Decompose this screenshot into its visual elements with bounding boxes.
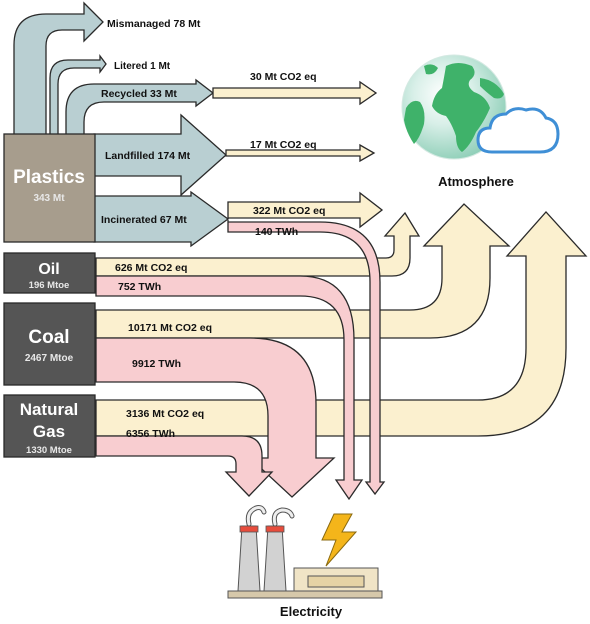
- electricity-label: Electricity: [280, 604, 343, 619]
- mismanaged-flow: [13, 1, 104, 136]
- lightning-bolt-icon: [321, 513, 358, 567]
- oil-title: Oil: [38, 261, 59, 278]
- incinerated-emission-label: 322 Mt CO2 eq: [253, 205, 325, 217]
- incinerated-electricity-flow: [227, 220, 386, 496]
- oil-box: [3, 252, 96, 294]
- gas-electricity-flow: [95, 435, 274, 497]
- cloud-icon: [476, 107, 560, 154]
- gas-amount: 1330 Mtoe: [26, 445, 72, 456]
- landfilled-label: Landfilled 174 Mt: [105, 150, 191, 162]
- recycled-emission-label: 30 Mt CO2 eq: [250, 71, 317, 83]
- littered-flow: [49, 54, 107, 136]
- plastics-amount: 343 Mt: [33, 193, 65, 204]
- oil-electricity-label: 752 TWh: [118, 281, 161, 293]
- gas-title-line1: Natural: [20, 400, 79, 419]
- coal-title: Coal: [28, 327, 69, 348]
- power-plant-icon: [227, 505, 383, 599]
- coal-emission-flow: [95, 203, 511, 339]
- gas-emission-label: 3136 Mt CO2 eq: [126, 408, 204, 420]
- coal-emission-label: 10171 Mt CO2 eq: [128, 322, 212, 334]
- gas-electricity-label: 6356 TWh: [126, 428, 175, 440]
- incinerated-emission-flow: [227, 191, 384, 229]
- coal-box: [3, 302, 96, 386]
- incinerated-flow: [93, 190, 230, 248]
- coal-amount: 2467 Mtoe: [25, 353, 74, 364]
- landfilled-emission-label: 17 Mt CO2 eq: [250, 139, 317, 151]
- recycled-flow: [65, 78, 215, 136]
- oil-electricity-flow: [95, 275, 364, 501]
- atmosphere-label: Atmosphere: [438, 174, 514, 189]
- plastics-box: [3, 133, 96, 243]
- mismanaged-label: Mismanaged 78 Mt: [107, 18, 201, 30]
- oil-emission-flow: [95, 211, 421, 277]
- incinerated-label: Incinerated 67 Mt: [101, 214, 187, 226]
- recycled-emission-flow: [212, 80, 378, 106]
- incinerated-electricity-label: 140 TWh: [255, 226, 298, 238]
- littered-label: Litered 1 Mt: [114, 61, 171, 72]
- coal-electricity-flow: [95, 337, 336, 498]
- gas-title-line2: Gas: [33, 422, 65, 441]
- coal-electricity-label: 9912 TWh: [132, 358, 181, 370]
- gas-emission-flow: [95, 211, 588, 437]
- oil-emission-label: 626 Mt CO2 eq: [115, 262, 187, 274]
- landfilled-emission-flow: [225, 143, 376, 163]
- landfilled-flow: [93, 113, 227, 197]
- natural-gas-box: [3, 394, 96, 458]
- recycled-label: Recycled 33 Mt: [101, 88, 177, 100]
- oil-amount: 196 Mtoe: [29, 280, 70, 291]
- plastics-title: Plastics: [13, 167, 85, 188]
